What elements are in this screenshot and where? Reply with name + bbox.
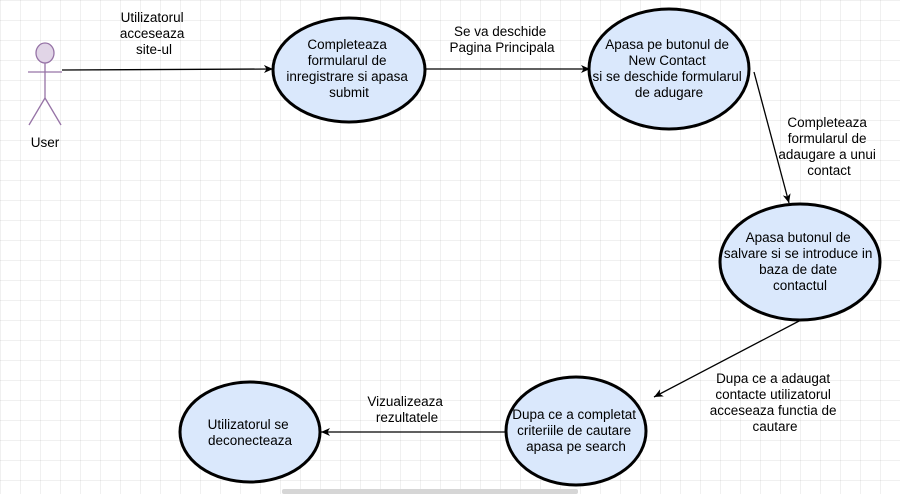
- usecase-save-line-1: Apasa butonul de: [746, 230, 851, 245]
- usecase-save-line-4: contactul: [773, 278, 827, 293]
- edge-new-contact-to-save[interactable]: [753, 71, 791, 204]
- edge-label-search-to-logout-line-1: Vizualizeaza: [367, 394, 443, 409]
- usecase-new-contact-shape: [587, 7, 751, 131]
- usecase-search-text: Dupa ce a completat criteriile de cautar…: [512, 407, 640, 454]
- edge-label-new-contact-to-save-line-1: Completeaza: [787, 115, 867, 130]
- edge-label-save-to-search-line-4: cautare: [752, 419, 797, 434]
- usecase-save-text: Apasa butonul de salvare si se introduce…: [724, 230, 876, 293]
- usecase-search-line-1: Dupa ce a completat: [512, 407, 636, 422]
- usecase-logout-shape: [178, 380, 322, 484]
- edge-label-search-to-logout-line-2: rezultatele: [376, 410, 438, 425]
- user-actor[interactable]: User: [28, 42, 62, 150]
- usecase-register-line-2: formularul de: [308, 53, 387, 68]
- edge-actor-to-register[interactable]: [61, 65, 274, 74]
- usecase-register-line-3: inregistrare si apasa: [286, 69, 408, 84]
- usecase-register-shape: [271, 16, 427, 124]
- actor-label: User: [31, 135, 60, 150]
- usecase-register-text: Completeaza formularul de inregistrare s…: [286, 37, 411, 100]
- edge-label-actor-to-register: Utilizatorul acceseaza site-ul: [120, 10, 188, 57]
- edge-label-register-to-new-contact: Se va deschide Pagina Principala: [449, 24, 555, 55]
- usecase-new-contact-line-4: de adugare: [635, 85, 703, 100]
- usecase-register[interactable]: Completeaza formularul de inregistrare s…: [271, 16, 427, 124]
- actor-head: [35, 42, 55, 64]
- usecase-new-contact-line-1: Apasa pe butonul de: [605, 37, 729, 52]
- usecase-register-line-4: submit: [329, 85, 369, 100]
- usecase-logout-line-1: Utilizatorul se: [208, 417, 289, 432]
- edge-label-search-to-logout: Vizualizeaza rezultatele: [367, 394, 446, 425]
- actor-right-leg: [44, 97, 62, 126]
- edge-label-actor-to-register-line-2: acceseaza: [120, 26, 185, 41]
- edge-label-save-to-search-line-2: contacte utilizatorul: [715, 387, 831, 402]
- edge-label-save-to-search-line-1: Dupa ce a adaugat: [716, 371, 830, 386]
- usecase-save-line-2: salvare si se introduce in: [724, 246, 873, 261]
- edge-label-new-contact-to-save-line-3: adaugare a unui: [778, 147, 876, 162]
- edge-label-actor-to-register-line-3: site-ul: [136, 42, 172, 57]
- usecase-new-contact-line-3: si se deschide formularul: [592, 69, 741, 84]
- usecase-new-contact-text: Apasa pe butonul de New Contact si se de…: [592, 37, 745, 100]
- edge-save-to-search[interactable]: [653, 319, 802, 398]
- edge-label-save-to-search-line-3: acceseaza functia de: [710, 403, 837, 418]
- usecase-save[interactable]: Apasa butonul de salvare si se introduce…: [718, 202, 882, 322]
- usecase-search-line-2: criteriile de cautare: [517, 423, 631, 438]
- edge-label-new-contact-to-save: Completeaza formularul de adaugare a unu…: [778, 115, 879, 178]
- usecase-search-line-3: apasa pe search: [526, 439, 626, 454]
- usecase-new-contact-line-2: New Contact: [628, 53, 706, 68]
- usecase-save-shape: [718, 202, 882, 322]
- usecase-search-shape: [504, 375, 648, 487]
- actor-left-leg: [28, 97, 46, 126]
- usecase-search[interactable]: Dupa ce a completat criteriile de cautar…: [504, 375, 648, 487]
- edge-label-actor-to-register-line-1: Utilizatorul: [121, 10, 184, 25]
- edge-label-register-to-new-contact-line-1: Se va deschide: [454, 24, 546, 39]
- usecase-register-line-1: Completeaza: [307, 37, 387, 52]
- usecase-save-line-3: baza de date: [759, 262, 837, 277]
- usecase-logout-text: Utilizatorul se deconecteaza: [208, 417, 293, 448]
- usecase-new-contact[interactable]: Apasa pe butonul de New Contact si se de…: [587, 7, 751, 131]
- edge-label-save-to-search: Dupa ce a adaugat contacte utilizatorul …: [710, 371, 841, 434]
- edge-label-register-to-new-contact-line-2: Pagina Principala: [449, 40, 555, 55]
- horizontal-scrollbar[interactable]: [282, 489, 578, 494]
- edge-label-new-contact-to-save-line-2: formularul de: [788, 131, 867, 146]
- edge-label-new-contact-to-save-line-4: contact: [807, 163, 851, 178]
- usecase-logout[interactable]: Utilizatorul se deconecteaza: [178, 380, 322, 484]
- usecase-logout-line-2: deconecteaza: [208, 433, 293, 448]
